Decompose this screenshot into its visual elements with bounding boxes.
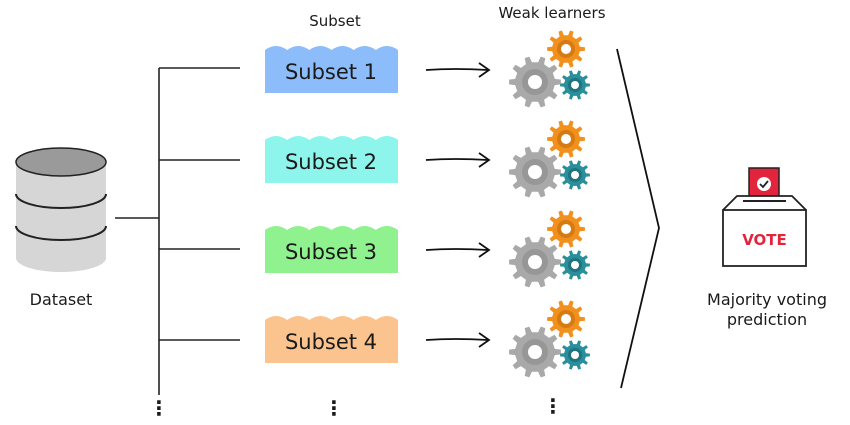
gears-icon — [509, 210, 590, 288]
subset-box: Subset 4 — [265, 316, 398, 363]
ballot-text: VOTE — [742, 231, 787, 249]
subset-box-shape — [265, 136, 398, 183]
subset-header: Subset — [309, 12, 361, 30]
subset-ellipsis: ⋮ — [324, 396, 344, 420]
subset-label: Subset 2 — [285, 150, 377, 174]
arrow-icon — [425, 62, 491, 78]
dataset-ellipsis: ⋮ — [149, 396, 169, 420]
database-icon — [15, 147, 107, 272]
arrow-icon — [425, 242, 491, 258]
ballot-box-icon: VOTE — [722, 167, 807, 267]
split-connector — [115, 67, 240, 395]
dataset-label: Dataset — [30, 290, 93, 309]
gears-icon — [509, 300, 590, 378]
arrow-icon — [425, 152, 491, 168]
gears-icon — [509, 120, 590, 198]
subset-label: Subset 3 — [285, 240, 377, 264]
subset-box-shape — [265, 316, 398, 363]
subset-label: Subset 4 — [285, 330, 377, 354]
weak-learners-header: Weak learners — [498, 4, 605, 22]
subset-box-shape — [265, 226, 398, 273]
output-caption-line1: Majority voting — [707, 290, 827, 309]
arrow-icon — [425, 332, 491, 348]
aggregation-bracket — [616, 48, 660, 389]
gears-icon — [509, 30, 590, 108]
subset-box: Subset 2 — [265, 136, 398, 183]
output-caption-line2: prediction — [727, 310, 807, 329]
subset-label: Subset 1 — [285, 60, 377, 84]
subset-box: Subset 1 — [265, 46, 398, 93]
learner-ellipsis: ⋮ — [543, 394, 563, 418]
subset-box-shape — [265, 46, 398, 93]
subset-box: Subset 3 — [265, 226, 398, 273]
